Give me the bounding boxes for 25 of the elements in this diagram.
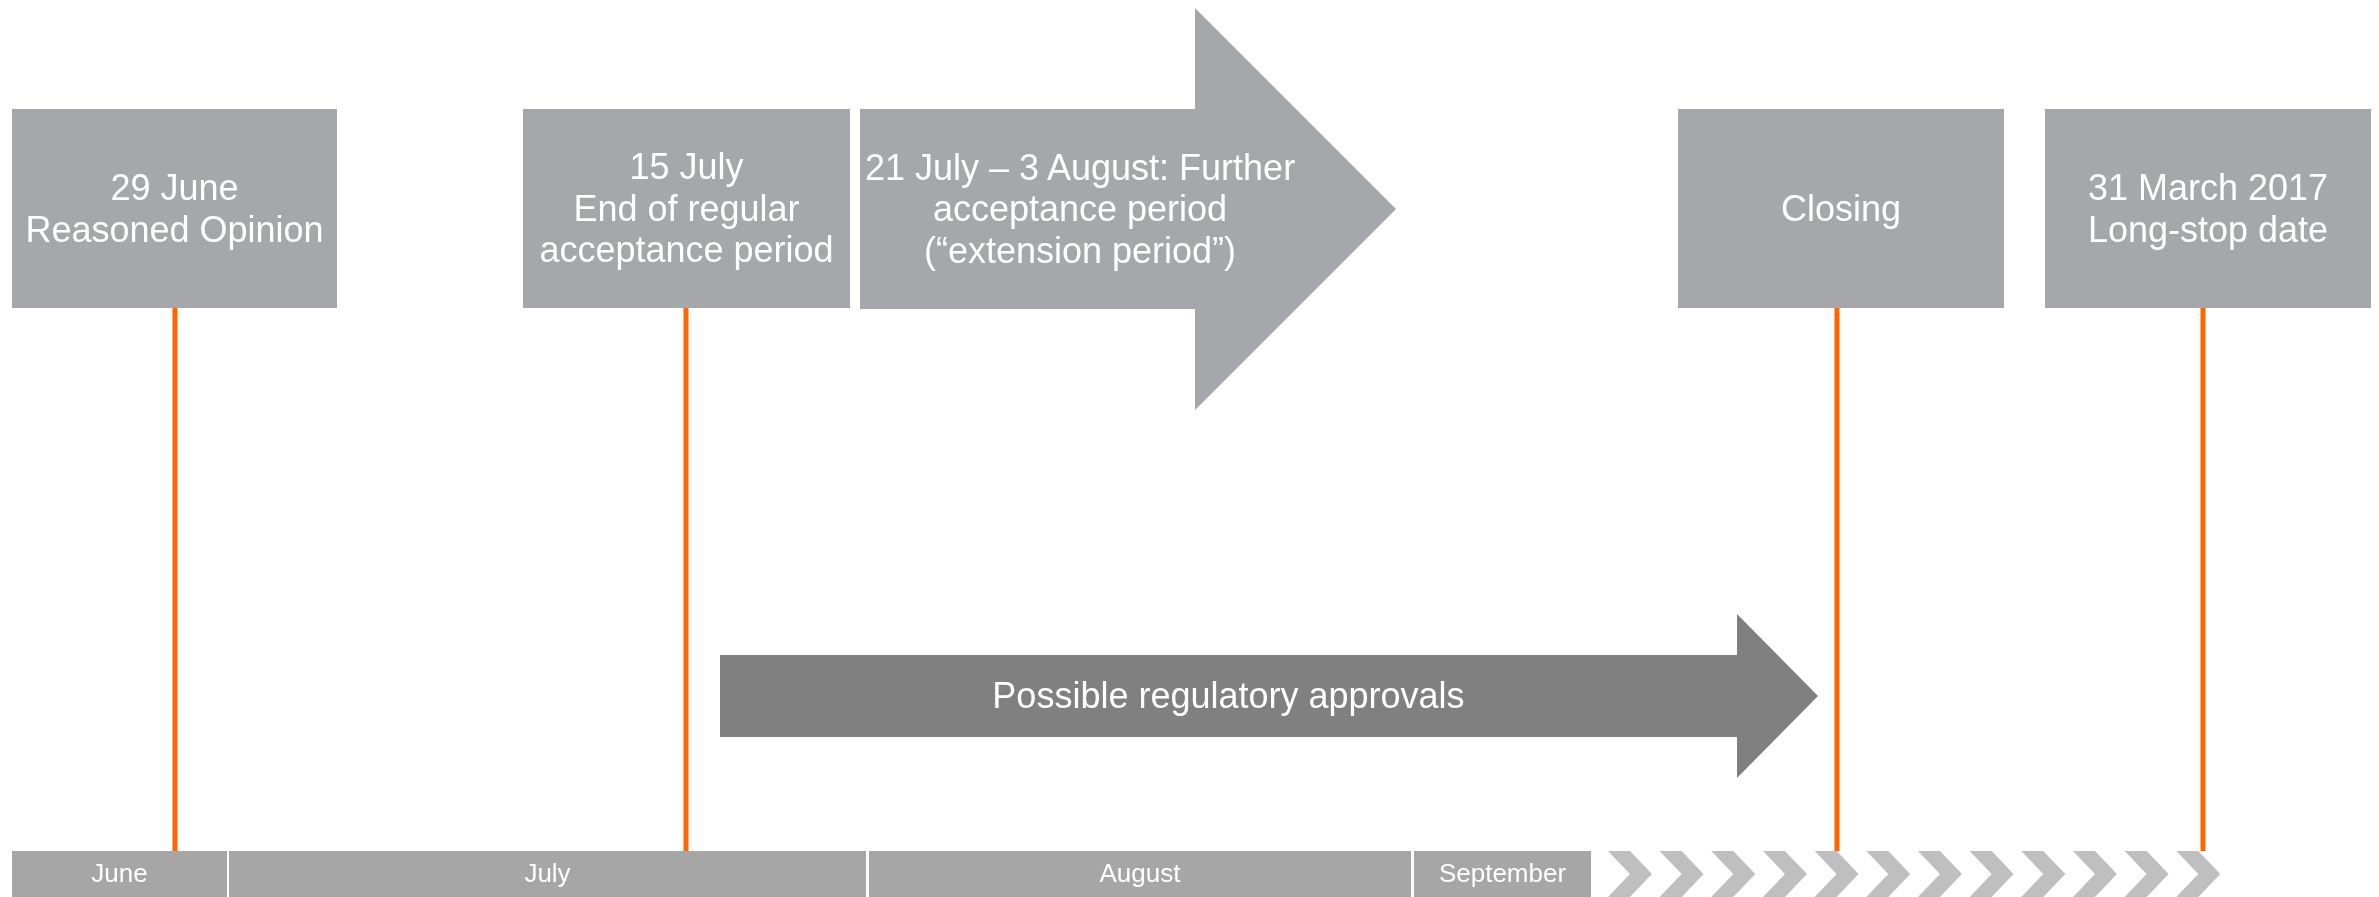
month-band (229, 851, 866, 897)
event-box (1678, 109, 2004, 308)
month-label: August (1099, 859, 1181, 889)
event-label: End of regular acceptance period (538, 187, 835, 271)
timeline-marker-line (683, 308, 689, 851)
month-label: June (91, 859, 148, 889)
timeline-marker-line (2200, 308, 2206, 851)
month-band (12, 851, 227, 897)
timeline-marker-line (1834, 308, 1840, 851)
event-box (523, 109, 850, 308)
date-label: 31 March 2017 (2087, 167, 2329, 209)
event-label: 21 July – 3 August: Further acceptance period (“extension period”) (863, 146, 1297, 272)
month-band (869, 851, 1411, 897)
event-label: Long-stop date (2087, 208, 2329, 250)
event-box (2045, 109, 2371, 308)
event-label: Reasoned Opinion (25, 208, 324, 250)
event-label: Closing (1780, 187, 1902, 230)
month-label: September (1438, 859, 1567, 889)
date-label: 29 June (110, 167, 239, 209)
event-box (12, 109, 337, 308)
month-band (1414, 851, 1591, 897)
event-label: Possible regulatory approvals (992, 675, 1465, 717)
timeline-marker-line (172, 308, 178, 851)
month-label: July (524, 859, 571, 889)
date-label: 15 July (629, 146, 744, 188)
